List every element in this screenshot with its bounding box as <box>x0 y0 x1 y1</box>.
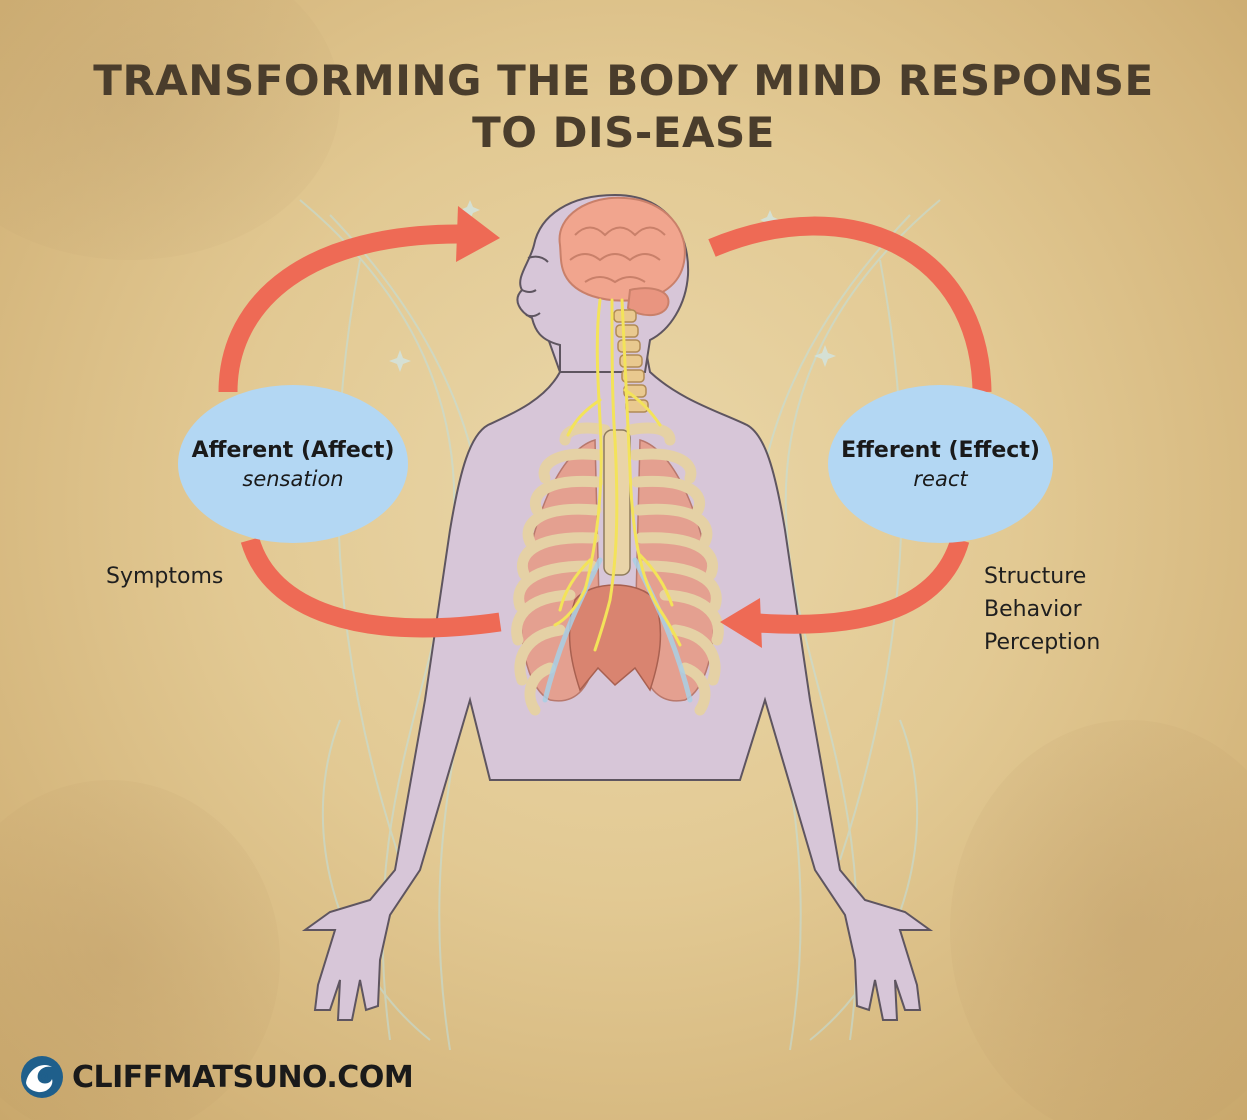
diaphragm <box>570 585 661 690</box>
afferent-side-labels: Symptoms <box>106 560 223 593</box>
efferent-sublabel: react <box>913 467 967 491</box>
wave-logo-icon <box>20 1055 64 1099</box>
afferent-bubble: Afferent (Affect) sensation <box>178 385 408 543</box>
symptoms-label: Symptoms <box>106 560 223 593</box>
afferent-sublabel: sensation <box>242 467 343 491</box>
perception-label: Perception <box>984 626 1100 659</box>
afferent-arrowhead <box>456 206 500 262</box>
afferent-label: Afferent (Affect) <box>192 438 395 463</box>
brand-text: CLIFFMATSUNO.COM <box>72 1060 413 1095</box>
efferent-side-labels: Structure Behavior Perception <box>984 560 1100 659</box>
efferent-label: Efferent (Effect) <box>841 438 1040 463</box>
behavior-label: Behavior <box>984 593 1100 626</box>
efferent-bubble: Efferent (Effect) react <box>828 385 1053 543</box>
structure-label: Structure <box>984 560 1100 593</box>
brand-logo[interactable]: CLIFFMATSUNO.COM <box>20 1055 413 1099</box>
